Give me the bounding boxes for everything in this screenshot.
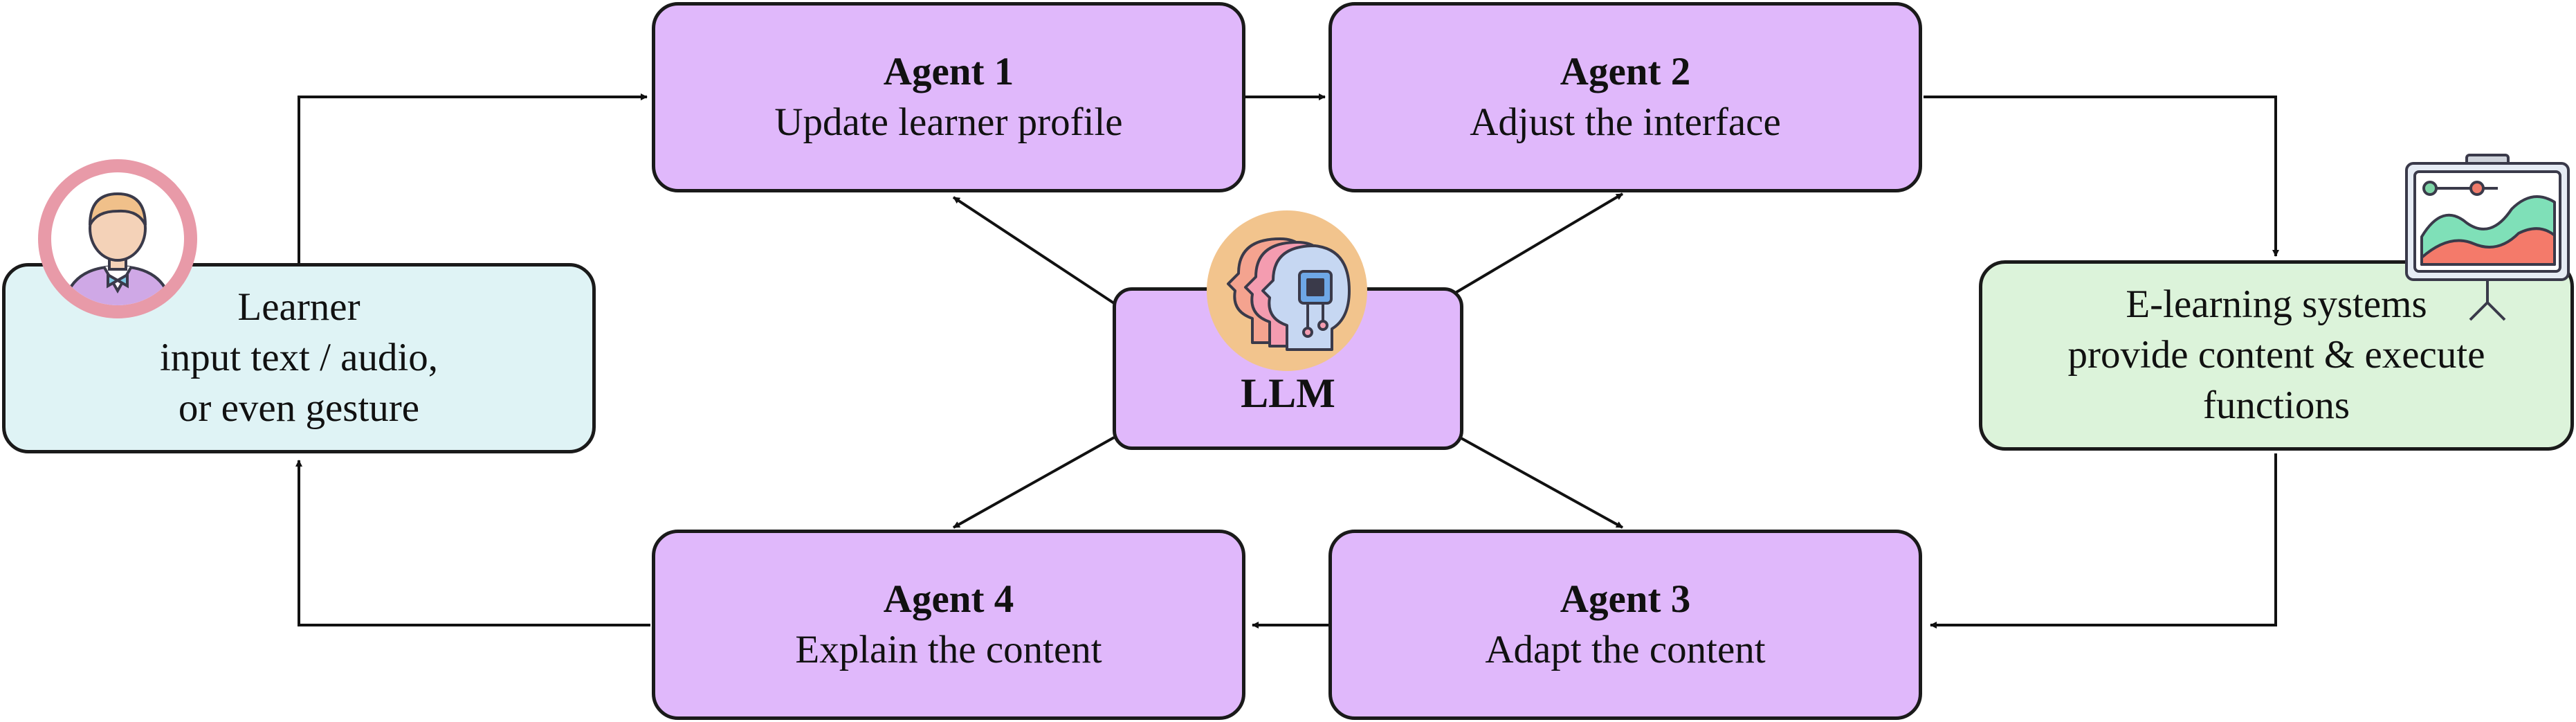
- elearning-box: E-learning systems provide content & exe…: [1979, 260, 2574, 451]
- elearning-line3: functions: [2202, 383, 2350, 427]
- arrow-llm-to-agent4: [953, 436, 1115, 529]
- arrow-llm-to-agent1: [952, 196, 1115, 305]
- arrow-agent2-to-elearning: [1924, 96, 2279, 257]
- agent1-box: Agent 1 Update learner profile: [652, 2, 1245, 192]
- agent1-description: Update learner profile: [774, 100, 1123, 144]
- learner-gesture-line: or even gesture: [178, 386, 420, 430]
- elearning-line1: E-learning systems: [2126, 282, 2427, 327]
- arrow-elearning-to-agent3: [1930, 453, 2277, 629]
- agent2-box: Agent 2 Adjust the interface: [1328, 2, 1922, 192]
- agent4-box: Agent 4 Explain the content: [652, 530, 1245, 720]
- agent2-title: Agent 2: [1560, 49, 1691, 93]
- presentation-board-chart-icon: [2405, 154, 2570, 321]
- agent3-description: Adapt the content: [1485, 627, 1766, 671]
- agent2-description: Adjust the interface: [1470, 100, 1781, 144]
- ai-head-chip-icon: [1207, 210, 1367, 371]
- arrow-agent4-to-learner: [295, 460, 650, 626]
- elearning-line2: provide content & execute: [2067, 333, 2485, 377]
- agent4-description: Explain the content: [795, 627, 1102, 671]
- learner-input-line: input text / audio,: [159, 336, 439, 380]
- agent4-title: Agent 4: [883, 577, 1014, 621]
- agent1-title: Agent 1: [883, 49, 1014, 93]
- person-avatar-icon: [38, 159, 197, 318]
- agent3-box: Agent 3 Adapt the content: [1328, 530, 1922, 720]
- arrow-llm-to-agent2: [1452, 192, 1624, 296]
- agent3-title: Agent 3: [1560, 577, 1691, 621]
- learner-name: Learner: [237, 285, 360, 330]
- arrow-learner-to-agent1: [298, 93, 648, 263]
- arrow-llm-to-agent3: [1459, 436, 1623, 529]
- llm-label: LLM: [1241, 370, 1335, 417]
